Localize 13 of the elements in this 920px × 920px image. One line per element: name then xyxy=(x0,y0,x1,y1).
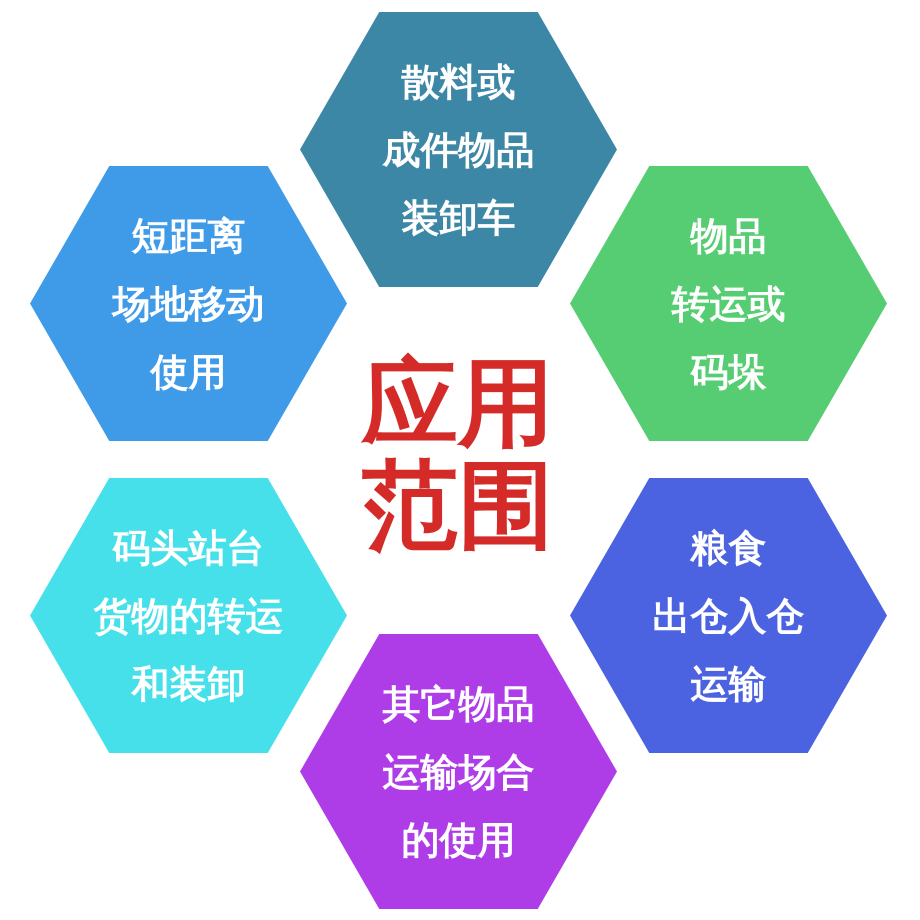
hexagon-text: 散料或成件物品装卸车 xyxy=(382,58,534,242)
hexagon xyxy=(300,12,617,287)
hexagon xyxy=(30,478,347,753)
hexagon xyxy=(570,478,887,753)
hexagon xyxy=(300,634,617,909)
hexagon-text: 物品转运或码垛 xyxy=(672,212,786,396)
hexagon-text: 粮食出仓入仓运输 xyxy=(652,524,804,708)
hexagon-text: 短距离场地移动使用 xyxy=(112,212,264,396)
hexagon xyxy=(30,166,347,441)
hexagon-text: 码头站台货物的转运和装卸 xyxy=(94,524,284,708)
hexagon xyxy=(570,166,887,441)
title: 应用范围 xyxy=(360,352,555,556)
hexagon-text: 其它物品运输场合的使用 xyxy=(382,680,534,864)
